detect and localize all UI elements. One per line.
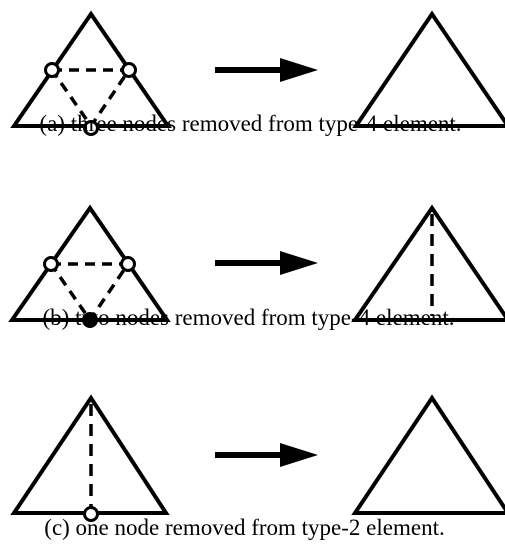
caption-b: (b) two nodes removed from type-4 elemen… (42, 305, 455, 330)
removed-node-left (44, 62, 60, 78)
after-element-c (351, 394, 505, 515)
after-element-a (352, 10, 505, 128)
panel-a (10, 10, 505, 136)
right-arrow-icon (215, 58, 318, 82)
removed-node-left (43, 256, 59, 272)
before-element-b (8, 204, 171, 328)
removed-node-base (83, 506, 99, 522)
caption-a: (a) three nodes removed from type-4 elem… (39, 111, 462, 136)
before-element-a (10, 10, 172, 136)
dashed-midpoint-triangle (50, 68, 133, 130)
removed-node-right (120, 256, 136, 272)
triangle-outline (351, 204, 505, 322)
right-arrow-icon (215, 251, 318, 275)
right-arrow-icon (215, 443, 318, 467)
retained-node-base (82, 312, 98, 328)
triangle-outline (351, 394, 505, 515)
removed-node-right (121, 62, 137, 78)
dashed-midpoint-triangle (49, 262, 132, 324)
triangle-outline (352, 10, 505, 128)
panel-b (8, 204, 505, 328)
removed-node-base (83, 120, 99, 136)
panel-c (10, 394, 505, 522)
after-element-b (351, 204, 505, 322)
caption-c: (c) one node removed from type-2 element… (44, 515, 445, 540)
before-element-c (10, 394, 170, 522)
